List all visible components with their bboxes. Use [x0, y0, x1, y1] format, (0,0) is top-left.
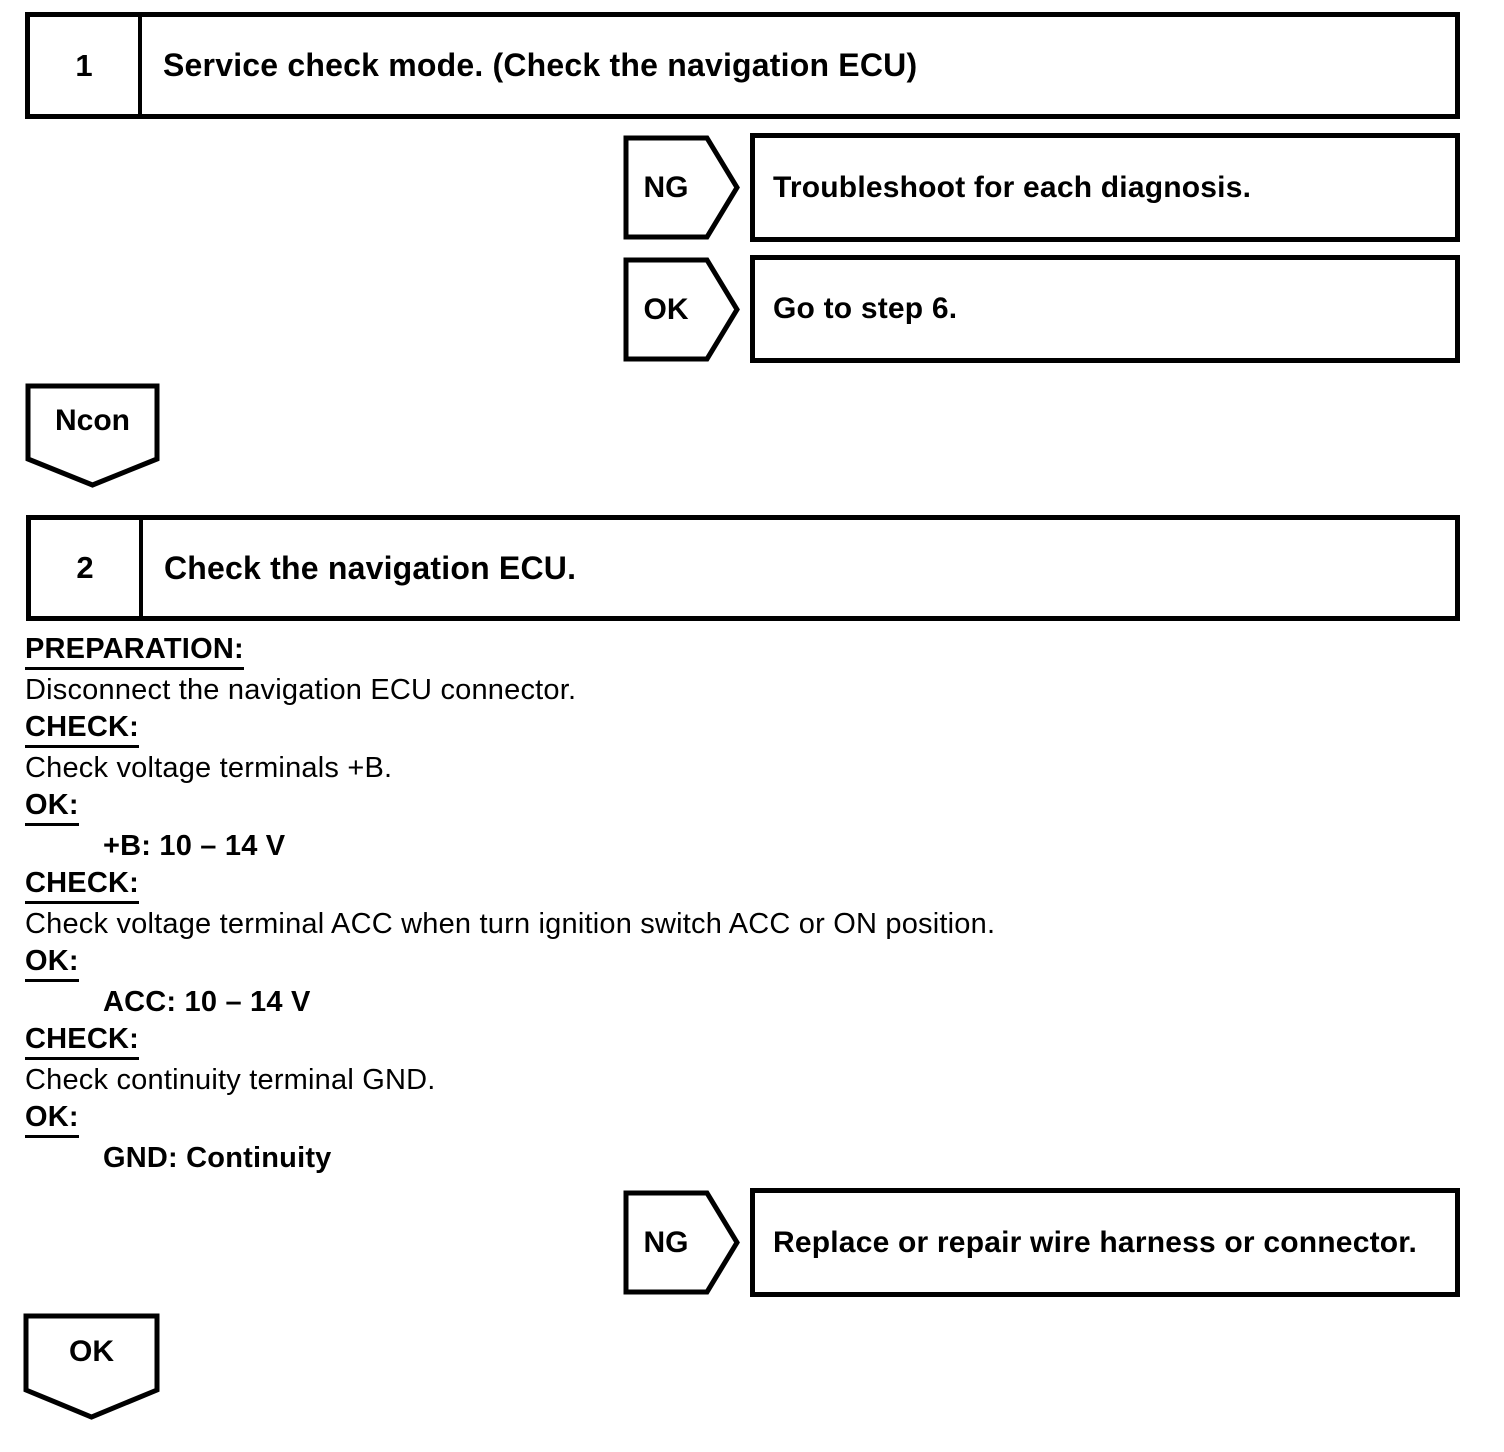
connector-ok-label: OK	[69, 1334, 114, 1368]
step-1-box: 1 Service check mode. (Check the navigat…	[25, 12, 1460, 119]
ng-arrow-1-label: NG	[643, 170, 689, 204]
step-1-title: Service check mode. (Check the navigatio…	[163, 47, 918, 83]
right-chevron-icon	[623, 135, 740, 240]
action-box-troubleshoot: Troubleshoot for each diagnosis.	[750, 133, 1460, 242]
procedure-heading: OK:	[25, 944, 1460, 983]
action-box-go-to-step-6: Go to step 6.	[750, 255, 1460, 363]
right-chevron-icon	[623, 257, 740, 362]
procedure-heading: OK:	[25, 788, 1460, 827]
down-pentagon-icon	[23, 1313, 160, 1420]
ng-arrow-2-label: NG	[643, 1225, 689, 1259]
step-2-box: 2 Check the navigation ECU.	[26, 515, 1460, 621]
procedure-heading: PREPARATION:	[25, 632, 1460, 671]
procedure-value: ACC: 10 – 14 V	[103, 986, 311, 1018]
step-1-number: 1	[30, 17, 142, 114]
procedure-value: GND: Continuity	[103, 1142, 332, 1174]
right-chevron-icon	[623, 1190, 740, 1295]
step-2-title: Check the navigation ECU.	[164, 549, 577, 586]
procedure-text-block: PREPARATION: Disconnect the navigation E…	[25, 632, 1460, 1178]
procedure-heading: CHECK:	[25, 1022, 1460, 1061]
connector-ok: OK	[23, 1313, 160, 1420]
ok-arrow-1-label: OK	[643, 292, 689, 326]
procedure-heading: CHECK:	[25, 866, 1460, 905]
procedure-heading: CHECK:	[25, 710, 1460, 749]
procedure-value: +B: 10 – 14 V	[103, 830, 286, 862]
connector-ncon: Ncon	[25, 383, 160, 488]
ng-arrow-2: NG	[623, 1190, 740, 1295]
ng-arrow-1: NG	[623, 135, 740, 240]
procedure-body: Check continuity terminal GND.	[25, 1064, 436, 1096]
procedure-body: Check voltage terminal ACC when turn ign…	[25, 908, 996, 940]
down-pentagon-icon	[25, 383, 160, 488]
procedure-body: Disconnect the navigation ECU connector.	[25, 674, 577, 706]
ok-arrow-1: OK	[623, 257, 740, 362]
procedure-body: Check voltage terminals +B.	[25, 752, 393, 784]
action-box-replace-harness: Replace or repair wire harness or connec…	[750, 1188, 1460, 1297]
connector-ncon-label: Ncon	[55, 404, 130, 437]
procedure-heading: OK:	[25, 1100, 1460, 1139]
step-2-number: 2	[31, 520, 143, 616]
